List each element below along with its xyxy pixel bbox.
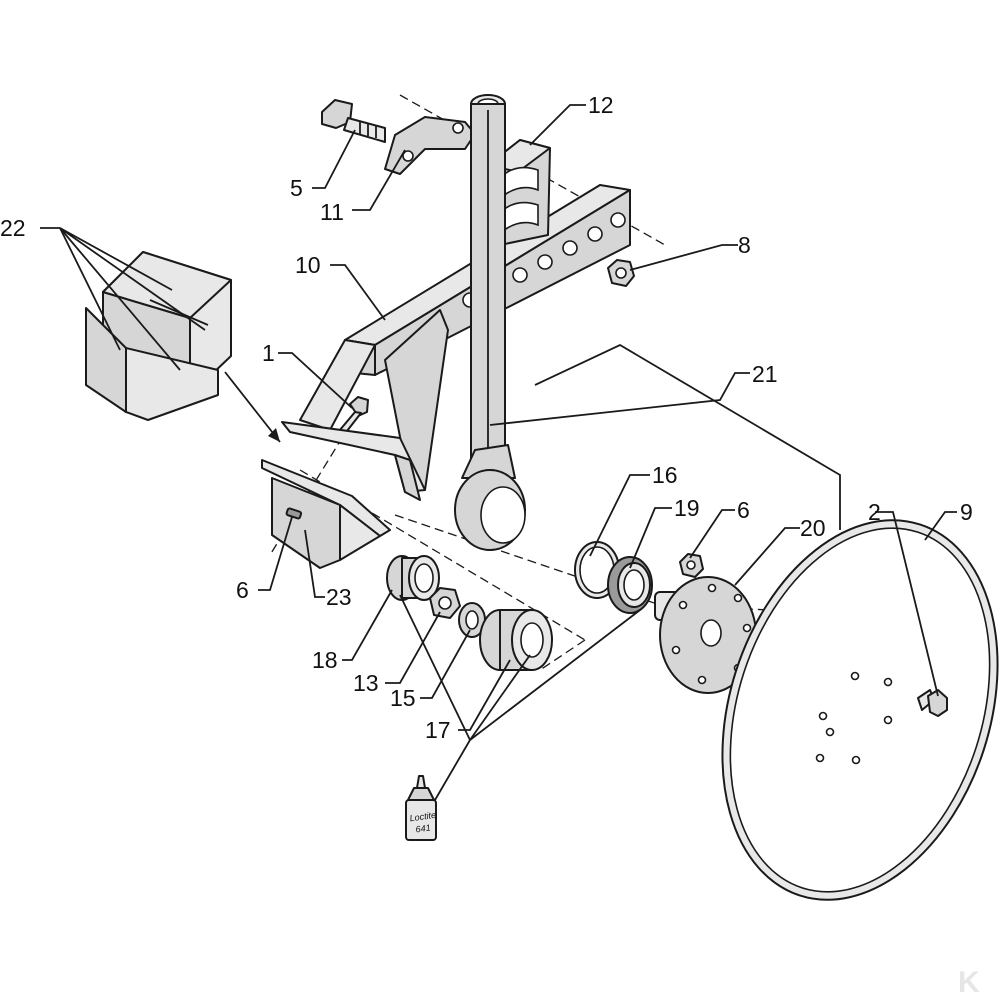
callout-21: 21 (752, 361, 778, 387)
callout-22: 22 (0, 215, 26, 241)
callout-18: 18 (312, 647, 338, 673)
callout-5: 5 (290, 175, 303, 201)
callout-2: 2 (868, 499, 881, 525)
part-13-nut (429, 587, 461, 619)
callout-8: 8 (738, 232, 751, 258)
part-17-bearing (479, 609, 553, 671)
callout-9: 9 (960, 499, 973, 525)
part-6-pin-left (285, 507, 303, 520)
callout-11: 11 (320, 199, 344, 225)
logo-mark: K (958, 966, 980, 999)
part-22-protective-caps (85, 251, 232, 421)
callout-labels: 22 5 11 12 8 10 1 21 16 19 6 20 2 9 6 23… (0, 92, 973, 743)
callout-12: 12 (588, 92, 614, 118)
bearing-housing (454, 444, 526, 551)
part-6-nut-right (679, 553, 704, 578)
callout-23: 23 (326, 584, 352, 610)
callout-10: 10 (295, 252, 321, 278)
callout-17: 17 (425, 717, 451, 743)
callout-13: 13 (353, 670, 379, 696)
callout-6-left: 6 (236, 577, 249, 603)
upper-bracket-plate (281, 421, 426, 501)
callout-1: 1 (262, 340, 275, 366)
callout-6-right: 6 (737, 497, 750, 523)
loctite-bottle: Loctite 641 (405, 775, 437, 841)
part-8-nut (607, 259, 635, 287)
callout-15: 15 (390, 685, 416, 711)
part-2-bolt (917, 689, 948, 717)
brand-logo: K (958, 966, 980, 999)
part-23-shoe-plate (261, 459, 391, 569)
bottle-label-line2: 641 (415, 823, 431, 835)
part-18-threaded-cap (386, 555, 440, 601)
part-11-u-clamp (384, 116, 476, 175)
bottle-label-line1: Loctite (409, 810, 437, 824)
leader-lines (40, 104, 957, 801)
callout-16: 16 (652, 462, 678, 488)
part-5-bolt (321, 99, 386, 143)
part-9-disc (721, 519, 999, 901)
callout-19: 19 (674, 495, 700, 521)
callout-20: 20 (800, 515, 826, 541)
part-19-seal (607, 556, 653, 614)
vertical-post (470, 94, 506, 460)
